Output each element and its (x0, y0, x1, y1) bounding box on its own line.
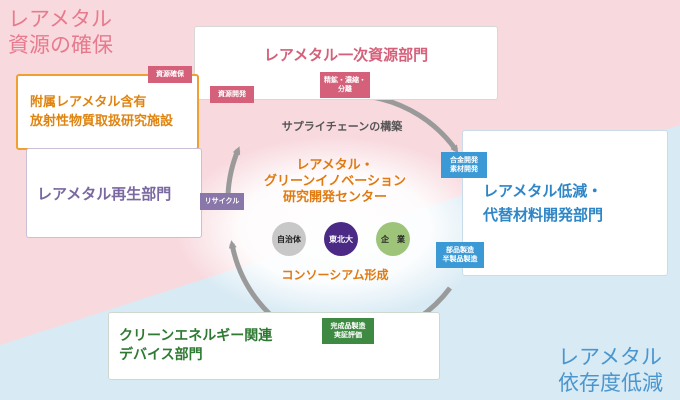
tag-development-label: 資源開発 (218, 90, 246, 98)
substitute-department-box: レアメタル低減・ 代替材料開発部門 (462, 130, 668, 276)
tag-finished-line-1: 完成品製造 (330, 322, 366, 330)
tag-refining-line-2: 分離 (338, 85, 352, 93)
device-department-box: クリーンエネルギー関連 デバイス部門 (108, 312, 440, 380)
recycle-department-box: レアメタル再生部門 (26, 148, 202, 238)
corner-bottom-right-line-1: レアメタル (558, 345, 662, 369)
partner-circle-municipality: 自治体 (272, 222, 306, 256)
corner-label-top-left: レアメタル 資源の確保 (8, 6, 113, 58)
device-title-line-1: クリーンエネルギー関連 (119, 328, 273, 344)
tag-alloy-line-2: 素材開発 (450, 165, 478, 173)
tag-finished-line-2: 実証評価 (334, 331, 362, 339)
tag-recycle-label: リサイクル (204, 197, 240, 205)
tag-parts: 部品製造 半製品製造 (436, 242, 484, 268)
corner-label-bottom-right: レアメタル 依存度低減 (558, 344, 663, 396)
center-title: レアメタル・ グリーンイノベーション 研究開発センター (235, 158, 435, 206)
partner-label-tohoku-univ: 東北大 (329, 234, 353, 244)
tag-recycle: リサイクル (200, 193, 244, 210)
tag-refining-line-1: 精鉱・濃縮・ (324, 76, 366, 84)
tag-securing: 資源確保 (148, 66, 192, 83)
tag-parts-line-2: 半製品製造 (442, 255, 478, 263)
partner-circle-company: 企 業 (376, 222, 410, 256)
facility-title-line-2: 放射性物質取扱研究施設 (30, 114, 174, 129)
partner-circle-tohoku-univ: 東北大 (324, 222, 358, 256)
center-title-line-3: 研究開発センター (282, 190, 387, 205)
substitute-title-line-2: 代替材料開発部門 (483, 206, 604, 224)
tag-parts-line-1: 部品製造 (446, 246, 474, 254)
facility-box: 附属レアメタル含有 放射性物質取扱研究施設 (16, 74, 199, 150)
tag-finished: 完成品製造 実証評価 (322, 318, 374, 344)
corner-bottom-right-line-2: 依存度低減 (558, 371, 663, 395)
tag-alloy-line-1: 合金開発 (450, 156, 478, 164)
center-title-line-1: レアメタル・ (296, 158, 374, 173)
resource-department-title: レアメタル一次資源部門 (263, 45, 429, 64)
tag-development: 資源開発 (210, 86, 254, 103)
partner-label-municipality: 自治体 (277, 234, 301, 244)
consortium-label: コンソーシアム形成 (281, 268, 389, 282)
facility-title-line-1: 附属レアメタル含有 (30, 95, 147, 110)
recycle-department-title: レアメタル再生部門 (37, 184, 172, 203)
cycle-label: サプライチェーンの構築 (281, 120, 403, 133)
tag-securing-label: 資源確保 (156, 70, 184, 78)
corner-top-left-line-2: 資源の確保 (8, 33, 113, 57)
tag-refining: 精鉱・濃縮・ 分離 (320, 72, 370, 98)
partner-label-company: 企 業 (381, 234, 405, 244)
corner-top-left-line-1: レアメタル (8, 7, 112, 31)
substitute-title-line-1: レアメタル低減・ (483, 182, 603, 200)
center-title-line-2: グリーンイノベーション (263, 174, 407, 189)
device-title-line-2: デバイス部門 (119, 347, 203, 363)
tag-alloy: 合金開発 素材開発 (441, 152, 487, 178)
